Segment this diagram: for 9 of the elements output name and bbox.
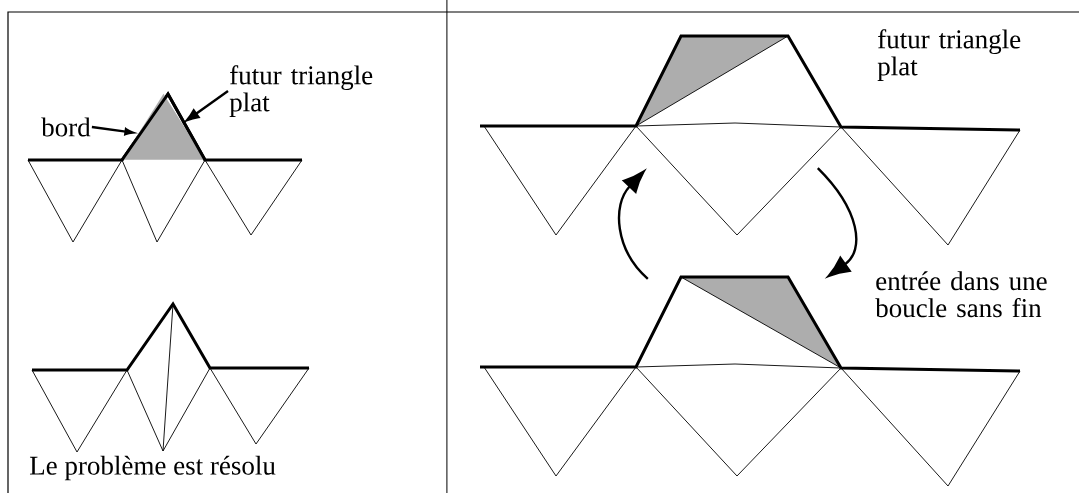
- callout-text: bord: [41, 117, 91, 137]
- caption-text: entrée dans une boucle sans fin: [875, 271, 1047, 318]
- arrow: [816, 167, 858, 278]
- caption-text: Le problème est résolu: [30, 455, 276, 481]
- shaded-triangle: [120, 91, 207, 161]
- arrow: [185, 90, 229, 122]
- callout-text: futur triangle plat: [229, 65, 373, 117]
- caption-text: futur triangle plat: [877, 29, 1021, 81]
- arrow: [617, 170, 649, 280]
